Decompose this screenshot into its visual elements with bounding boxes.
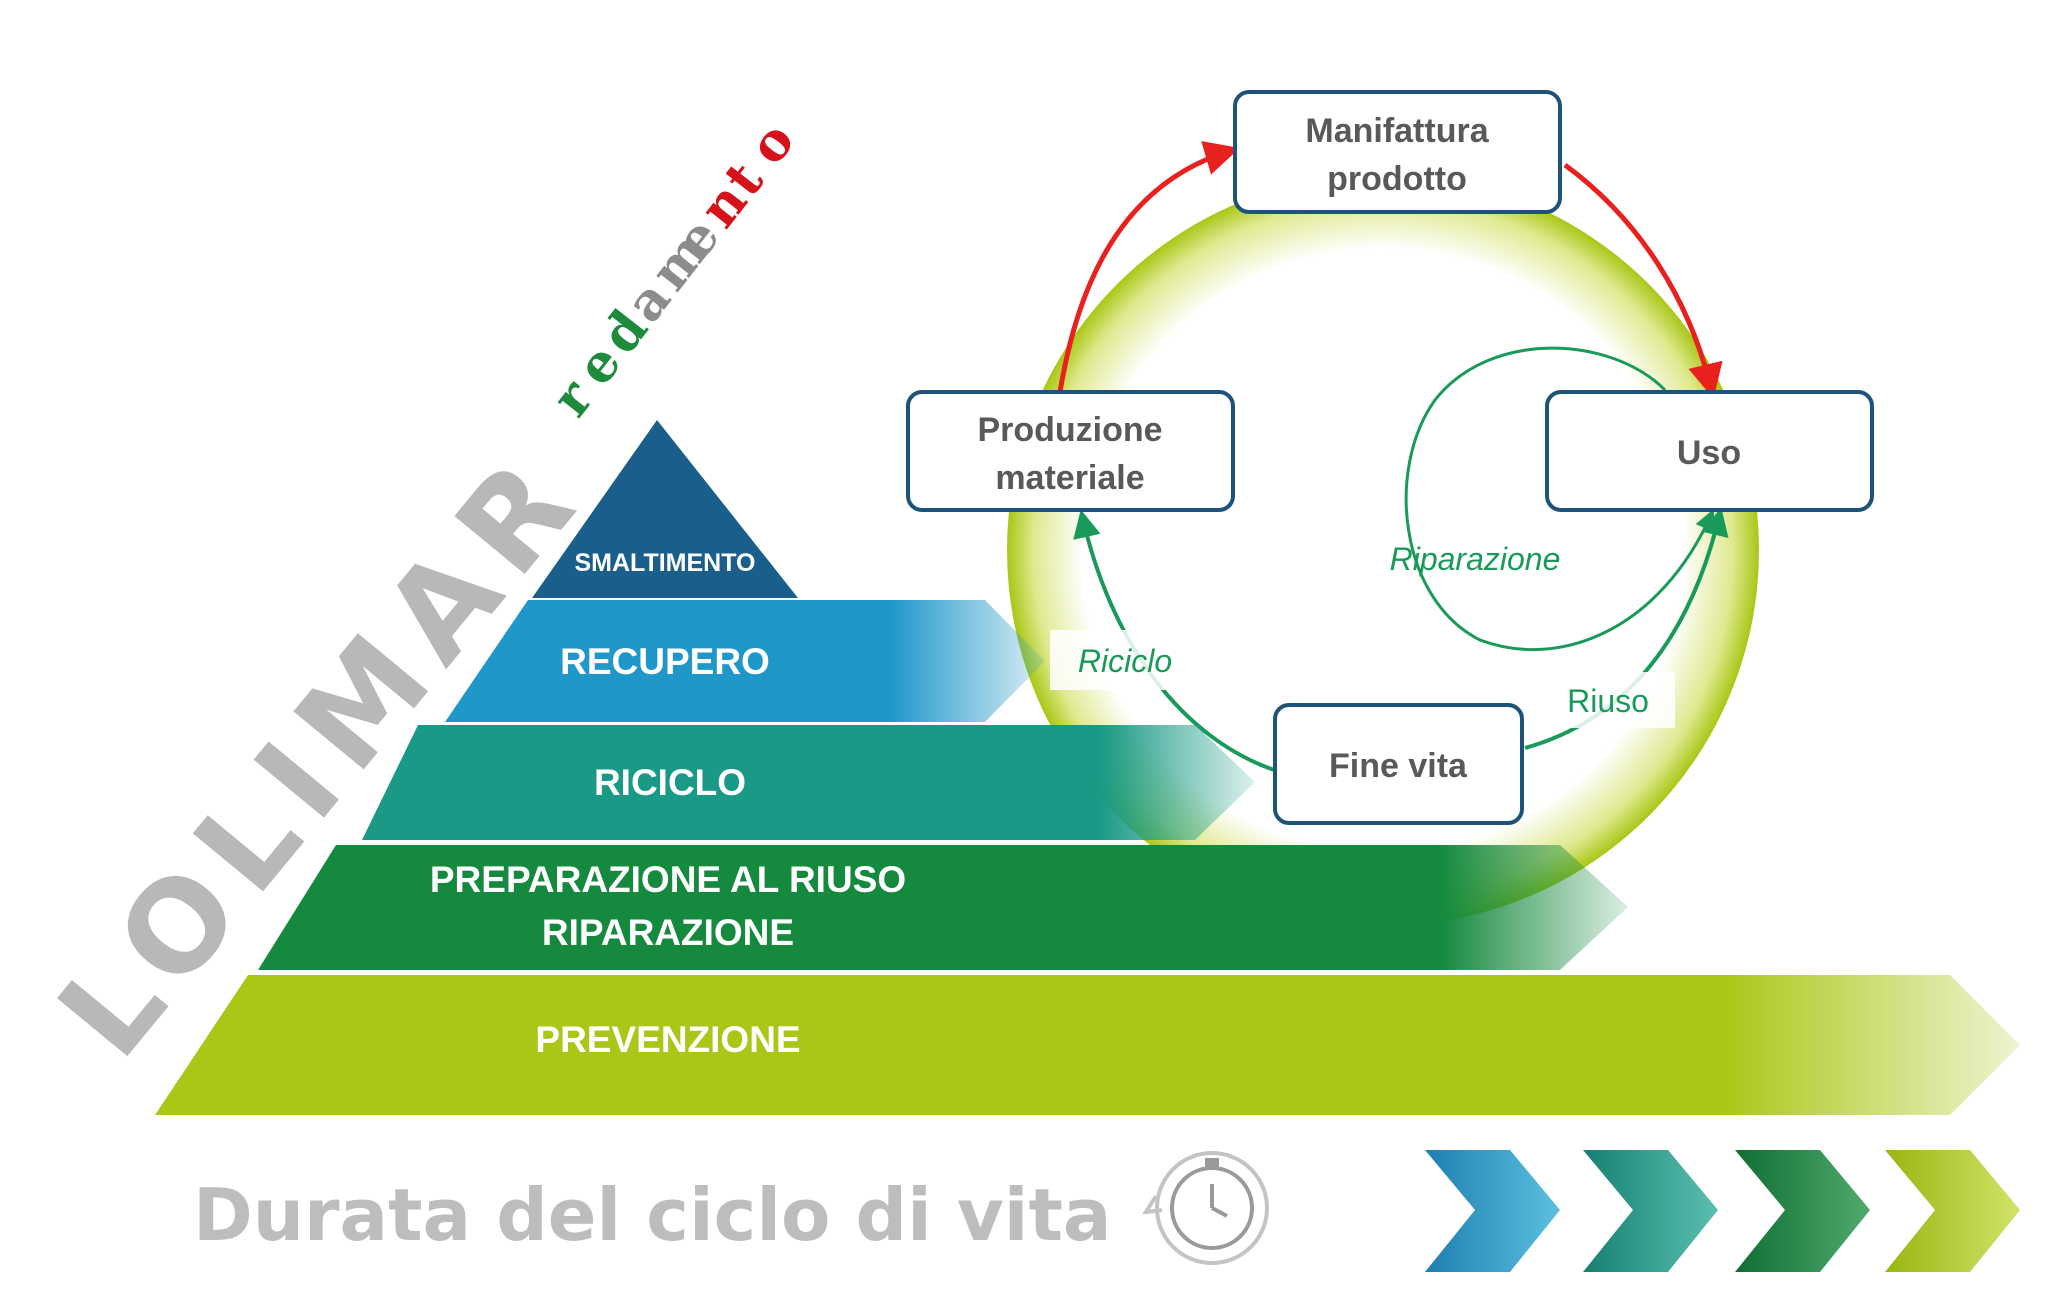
level-label-preparazione-line2: RIPARAZIONE: [542, 912, 794, 953]
arrow-manufacture-to-use: [1563, 162, 1723, 399]
recycle-label-bg: [1050, 630, 1200, 690]
node-use: Uso: [1545, 390, 1874, 512]
cycle-arrows: [1057, 141, 1729, 774]
footer-label: Durata del ciclo di vita: [193, 1173, 1111, 1257]
node-end-of-life-line1: Fine vita: [1329, 747, 1468, 785]
node-material-line1: Produzione: [977, 411, 1162, 449]
node-manufacture: Manifattura prodotto: [1233, 90, 1562, 214]
node-manufacture-line2: prodotto: [1327, 160, 1467, 198]
node-use-line1: Uso: [1677, 434, 1741, 472]
footer-chevrons: [1425, 1150, 2020, 1272]
chevron-icon-1: [1425, 1150, 1560, 1272]
level-label-smaltimento: SMALTIMENTO: [574, 549, 755, 577]
reuse-label-bg: [1535, 672, 1675, 728]
level-preparazione: PREPARAZIONE AL RIUSO RIPARAZIONE: [258, 845, 1628, 970]
clock-icon: [1142, 1151, 1269, 1265]
chevron-icon-2: [1583, 1150, 1718, 1272]
chevron-icon-3: [1735, 1150, 1870, 1272]
level-smaltimento: SMALTIMENTO: [532, 420, 798, 598]
arrow-reuse: [1524, 507, 1729, 750]
pyramid: PREVENZIONE PREPARAZIONE AL RIUSO RIPARA…: [155, 420, 2020, 1115]
arrow-material-to-manufacture: [1057, 141, 1240, 393]
edge-label-riparazione: Riparazione: [1390, 541, 1561, 577]
node-manufacture-line1: Manifattura: [1305, 112, 1489, 150]
level-label-prevenzione: PREVENZIONE: [535, 1019, 800, 1060]
chevron-icon-4: [1885, 1150, 2020, 1272]
level-label-riciclo: RICICLO: [594, 762, 746, 803]
level-prevenzione: PREVENZIONE: [155, 975, 2020, 1115]
brand-subtitle-letter: o: [737, 111, 806, 176]
edge-label-riuso: Riuso: [1567, 683, 1649, 719]
level-riciclo: RICICLO: [362, 725, 1255, 840]
arrow-repair-loop: [1404, 346, 1715, 652]
level-label-preparazione-line1: PREPARAZIONE AL RIUSO: [430, 859, 906, 900]
edge-label-riciclo: Riciclo: [1078, 643, 1172, 679]
level-label-recupero: RECUPERO: [560, 641, 770, 682]
level-recupero: RECUPERO: [445, 600, 1045, 722]
node-end-of-life: Fine vita: [1273, 703, 1524, 825]
node-material: Produzione materiale: [906, 390, 1235, 512]
node-material-line2: materiale: [995, 459, 1144, 497]
